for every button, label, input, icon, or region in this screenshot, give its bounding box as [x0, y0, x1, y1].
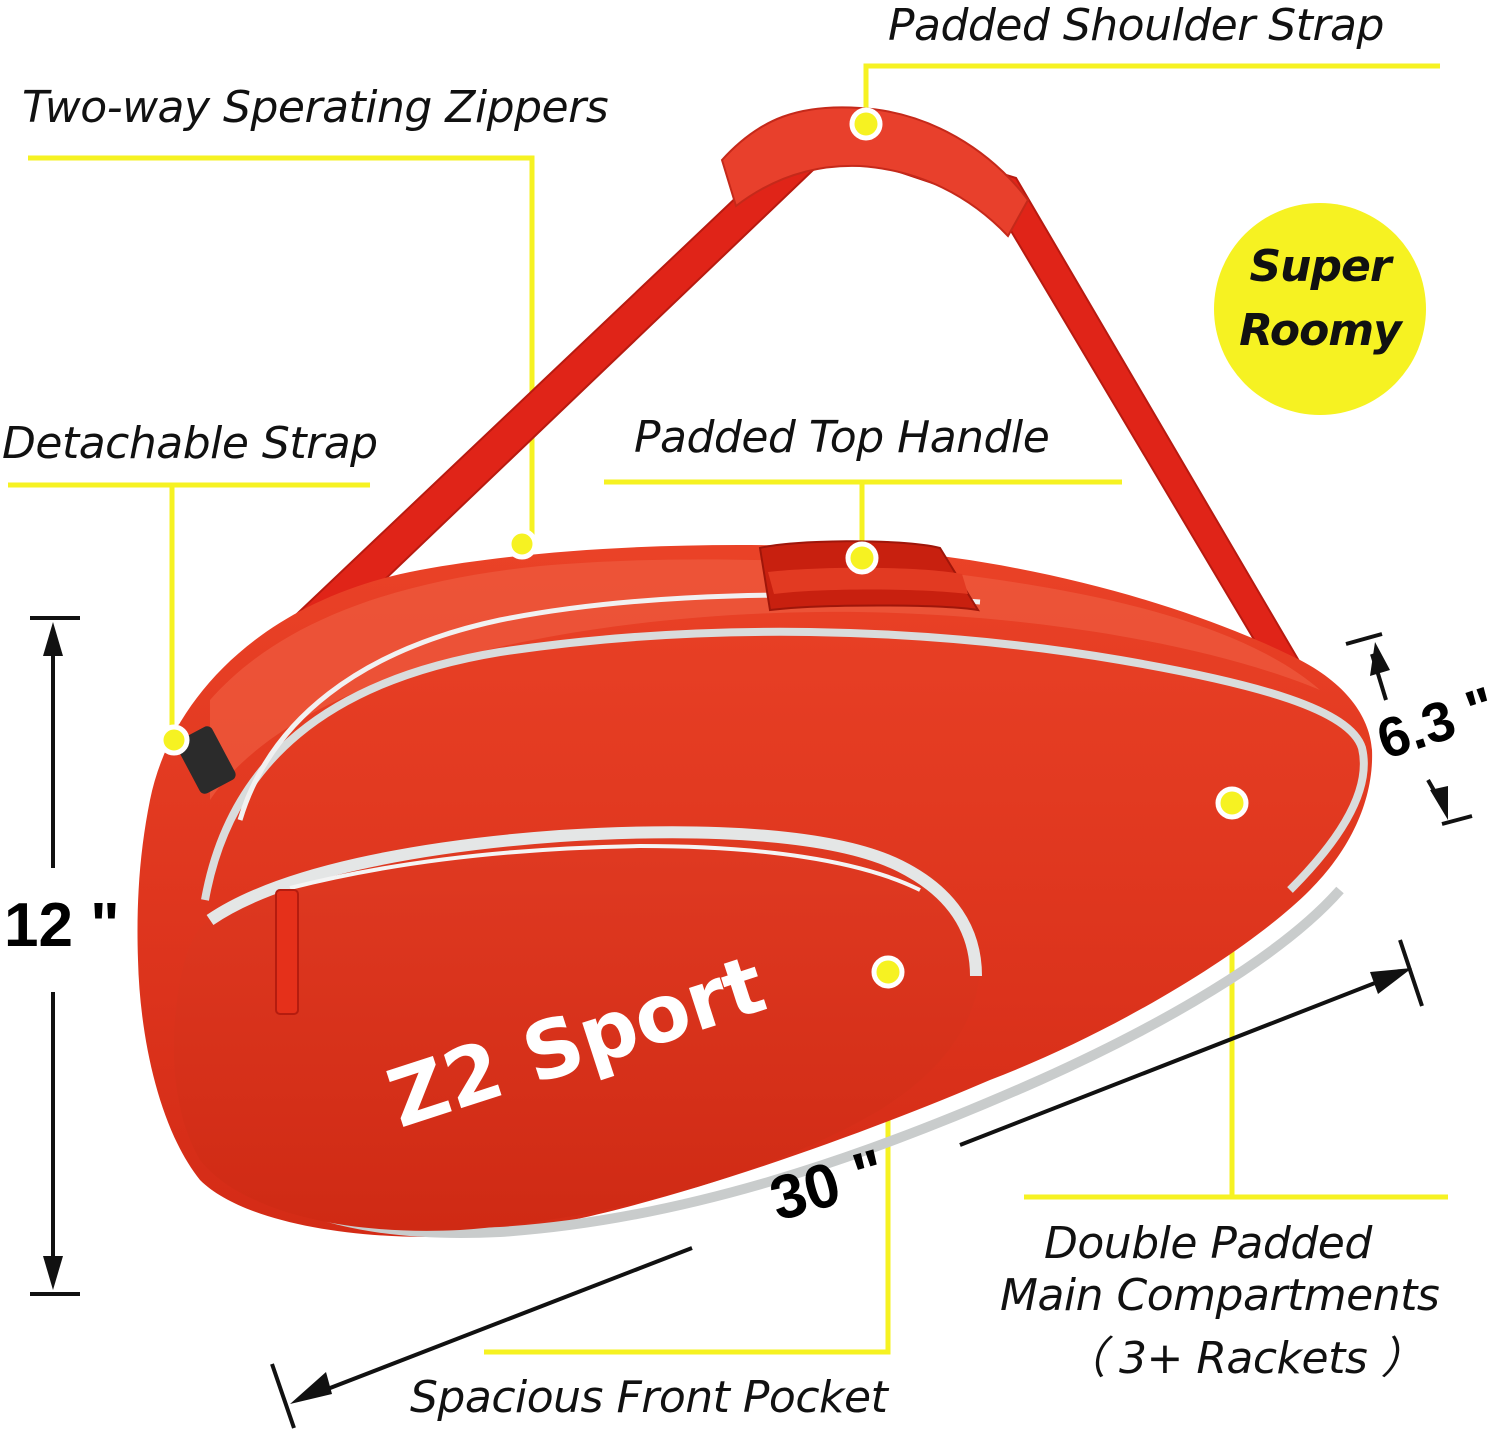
callout-front-pocket: Spacious Front Pocket [410, 1372, 888, 1423]
front-pocket [173, 831, 980, 1231]
shoulder-strap-leader [863, 63, 1440, 122]
badge-line1: Super [1249, 241, 1391, 292]
zipper-pull-tab [275, 889, 299, 1015]
front-pocket-piping [206, 826, 982, 977]
callout-detachable-strap: Detachable Strap [2, 418, 378, 469]
main-compartments-dot [1215, 786, 1249, 820]
detachable-strap-dot [158, 724, 190, 756]
zippers-dot [506, 528, 538, 560]
shoulder-pad [720, 106, 1030, 238]
super-roomy-badge: Super Roomy [1214, 203, 1426, 415]
front-pocket-dot [871, 955, 905, 989]
dimension-height: 12 " [4, 891, 120, 960]
top-handle-dot [845, 541, 879, 575]
strap-buckle [176, 726, 236, 794]
callout-zippers: Two-way Sperating Zippers [22, 82, 609, 133]
dimension-arrowheads [43, 622, 1448, 1404]
callout-dots [158, 107, 1249, 989]
callout-shoulder-strap: Padded Shoulder Strap [888, 0, 1384, 51]
callout-main-compartments-line3: （ 3+ Rackets ） [1062, 1333, 1425, 1384]
dimension-arrows [30, 616, 1473, 1429]
callout-top-handle: Padded Top Handle [634, 412, 1050, 463]
top-handle-wrap [768, 567, 968, 594]
front-pocket-zipper [289, 843, 921, 892]
shoulder-strap-dot [849, 107, 883, 141]
callout-main-compartments-line1: Double Padded [1044, 1218, 1372, 1269]
bag-top-panel [210, 559, 1320, 800]
main-zipper-piping [201, 627, 1368, 901]
badge-line2: Roomy [1239, 305, 1402, 356]
callout-main-compartments-line2: Main Compartments [1000, 1270, 1440, 1321]
